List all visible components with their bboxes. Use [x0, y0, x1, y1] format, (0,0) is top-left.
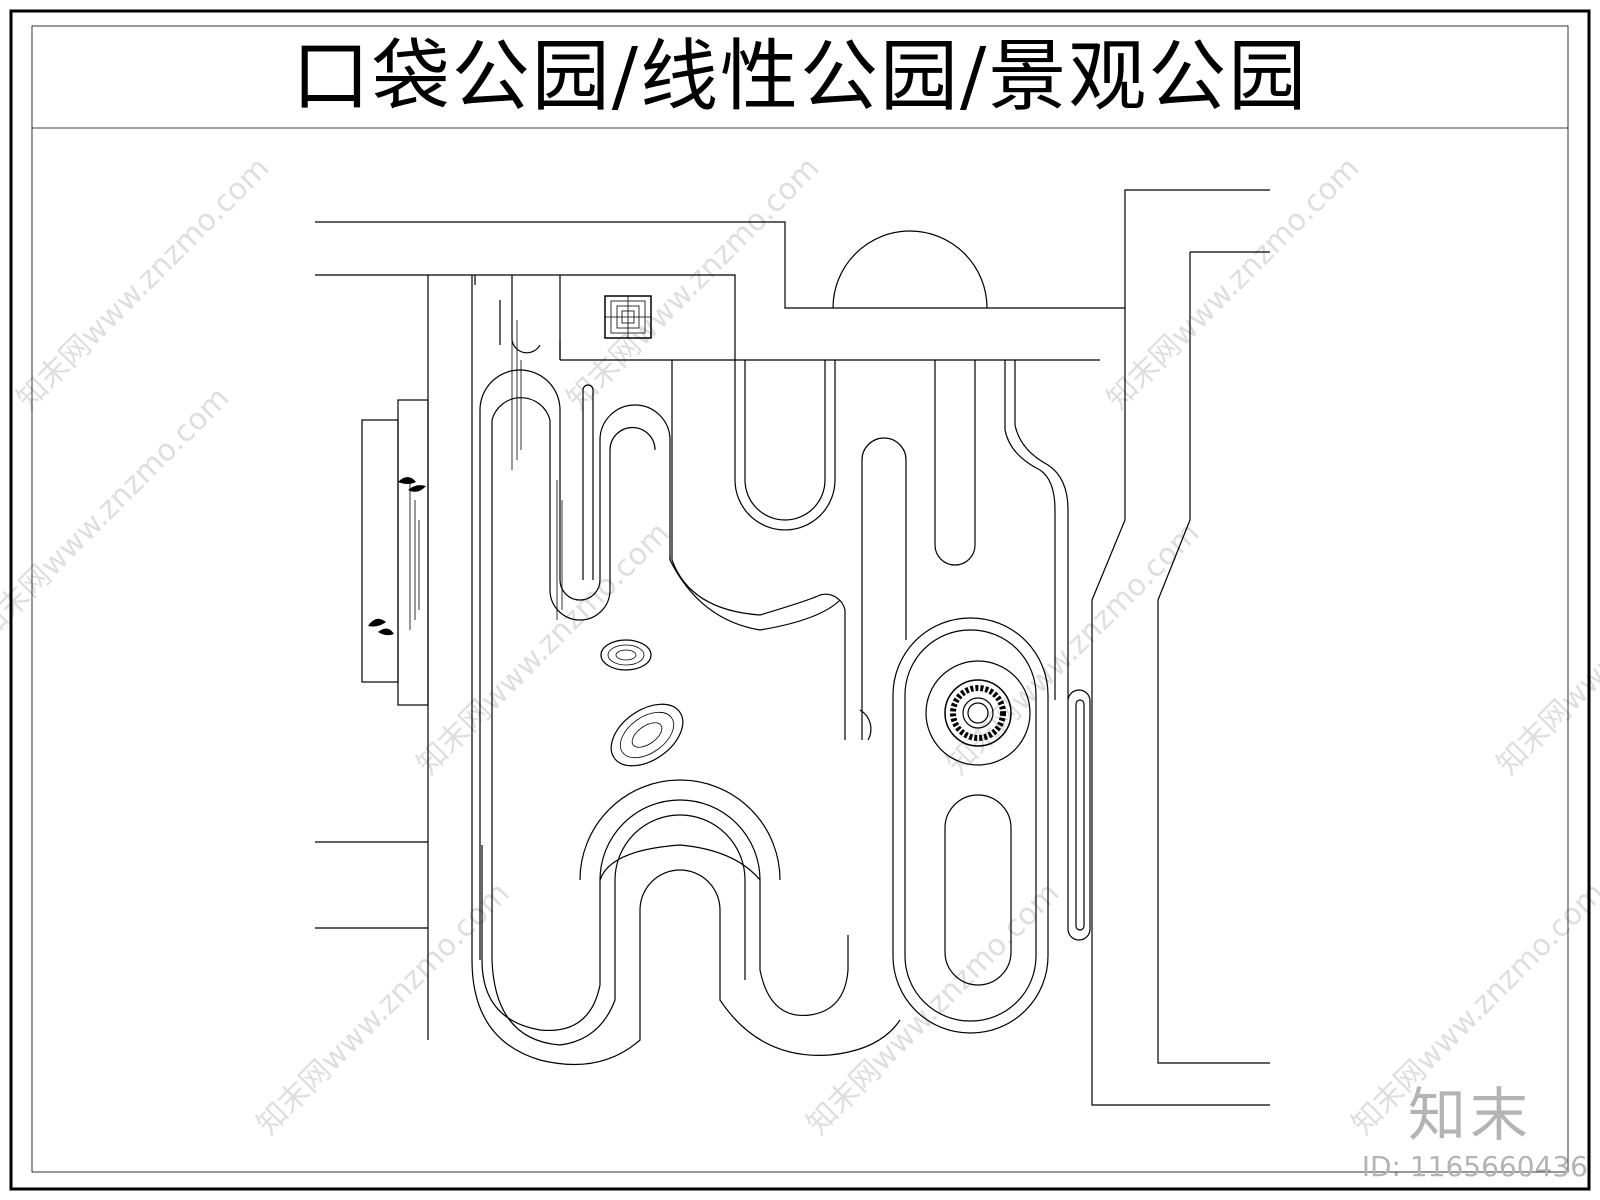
linear-elements [474, 275, 563, 620]
drawing-title: 口袋公园/线性公园/景观公园 [291, 32, 1309, 122]
top-road [315, 189, 1270, 361]
right-road [1091, 251, 1270, 1106]
fountain-feature [925, 660, 1031, 766]
stepping-stone-1 [600, 639, 652, 671]
inner-border [31, 25, 1569, 1173]
oval-plaza [892, 617, 1091, 1034]
bottom-curves [481, 709, 872, 1046]
plant-symbol-1 [398, 477, 426, 492]
stepping-stone-2 [610, 703, 684, 767]
square-pavilion [604, 295, 652, 339]
park-boundary [471, 275, 901, 1066]
document-id: ID: 1165660436 [1361, 1150, 1588, 1183]
brand-logo: 知末 [1407, 1081, 1532, 1149]
plant-symbol-2 [368, 618, 394, 636]
title-bar: 口袋公园/线性公园/景观公园 [32, 26, 1568, 128]
left-road [315, 275, 429, 1040]
meander-paths [479, 275, 1069, 960]
outer-border [9, 9, 1591, 1191]
